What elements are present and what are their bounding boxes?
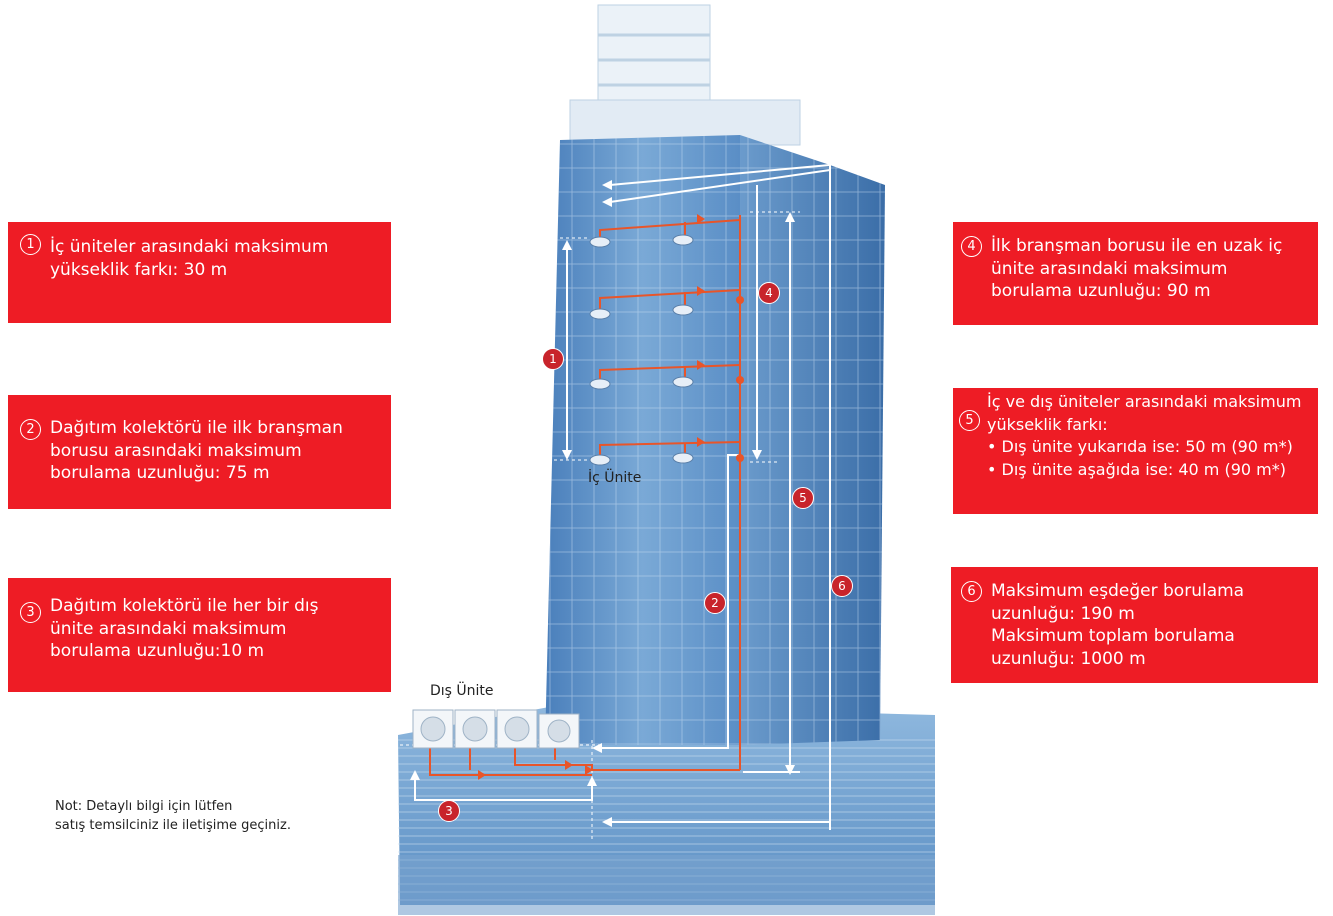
- info-text: Maksimum eşdeğer borulama uzunluğu: 190 …: [991, 581, 1245, 669]
- info-text: İç ve dış üniteler arasındaki maksimum y…: [987, 392, 1302, 479]
- number-circle: 5: [959, 410, 980, 431]
- badge-2: 2: [704, 592, 726, 614]
- badge-1: 1: [542, 348, 564, 370]
- info-box-2: 2 Dağıtım kolektörü ile ilk branşman bor…: [8, 395, 391, 509]
- number-circle: 6: [961, 581, 982, 602]
- rooftop-antenna: [569, 4, 801, 146]
- badge-6: 6: [831, 575, 853, 597]
- info-box-5: 5 İç ve dış üniteler arasındaki maksimum…: [953, 388, 1318, 514]
- badge-5: 5: [792, 487, 814, 509]
- outdoor-unit-label: Dış Ünite: [430, 683, 494, 699]
- info-box-6: 6 Maksimum eşdeğer borulama uzunluğu: 19…: [951, 567, 1318, 683]
- number-circle: 4: [961, 236, 982, 257]
- number-circle: 1: [20, 234, 41, 255]
- indoor-unit-label: İç Ünite: [588, 470, 642, 486]
- footnote: Not: Detaylı bilgi için lütfen satış tem…: [55, 799, 291, 833]
- info-box-1: 1 İç üniteler arasındaki maksimum yüksek…: [8, 222, 391, 323]
- number-circle: 3: [20, 602, 41, 623]
- number-circle: 2: [20, 419, 41, 440]
- info-text: Dağıtım kolektörü ile ilk branşman borus…: [50, 418, 343, 483]
- info-text: İlk branşman borusu ile en uzak iç ünite…: [991, 236, 1283, 301]
- info-box-4: 4 İlk branşman borusu ile en uzak iç üni…: [953, 222, 1318, 325]
- badge-3: 3: [438, 800, 460, 822]
- info-box-3: 3 Dağıtım kolektörü ile her bir dış ünit…: [8, 578, 391, 692]
- badge-4: 4: [758, 282, 780, 304]
- info-text: Dağıtım kolektörü ile her bir dış ünite …: [50, 596, 319, 661]
- outdoor-units: [412, 709, 580, 749]
- info-text: İç üniteler arasındaki maksimum yüksekli…: [50, 237, 329, 280]
